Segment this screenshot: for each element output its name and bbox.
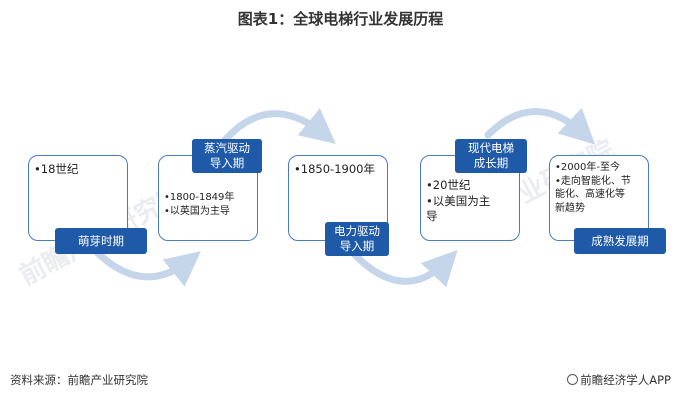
stage-box-1: •18世纪 [28,155,128,241]
source-note: 资料来源：前瞻产业研究院 [10,373,148,387]
page-title: 图表1：全球电梯行业发展历程 [237,10,444,28]
credit-text: 前瞻经济学人APP [580,373,671,387]
stage-line: •2000年-至今 [555,162,620,173]
stage-line: •1850-1900年 [294,162,375,176]
stage-line: •20世纪 [426,178,471,192]
stage-tag-1: 萌芽时期 [55,228,147,254]
arrow-1-to-2 [86,241,201,287]
stage-line: •走向智能化、节 [555,175,631,187]
stage-tag-5: 成熟发展期 [574,228,666,254]
stage-tag-4: 现代电梯 成长期 [455,139,527,173]
arrow-3-to-4 [351,249,458,288]
stage-line: 能化、高速化等 [555,189,625,200]
stage-line: •18世纪 [34,162,79,176]
stage-line: 新趋势 [555,202,585,214]
stage-line: •以美国为主 [426,193,491,208]
qianzhan-logo-icon [567,374,579,385]
stage-line: •1800-1849年 [164,192,235,203]
arrow-4-to-5 [484,107,596,145]
stage-tag-2-overlay: 蒸汽驱动 导入期 [192,139,262,173]
credit: 前瞻经济学人APP [567,372,671,388]
stage-line: 导 [426,209,438,224]
stage-line: •以英国为主导 [164,205,230,217]
arrow-2-to-3 [221,108,336,144]
stage-tag-3: 电力驱动 导入期 [325,222,389,256]
